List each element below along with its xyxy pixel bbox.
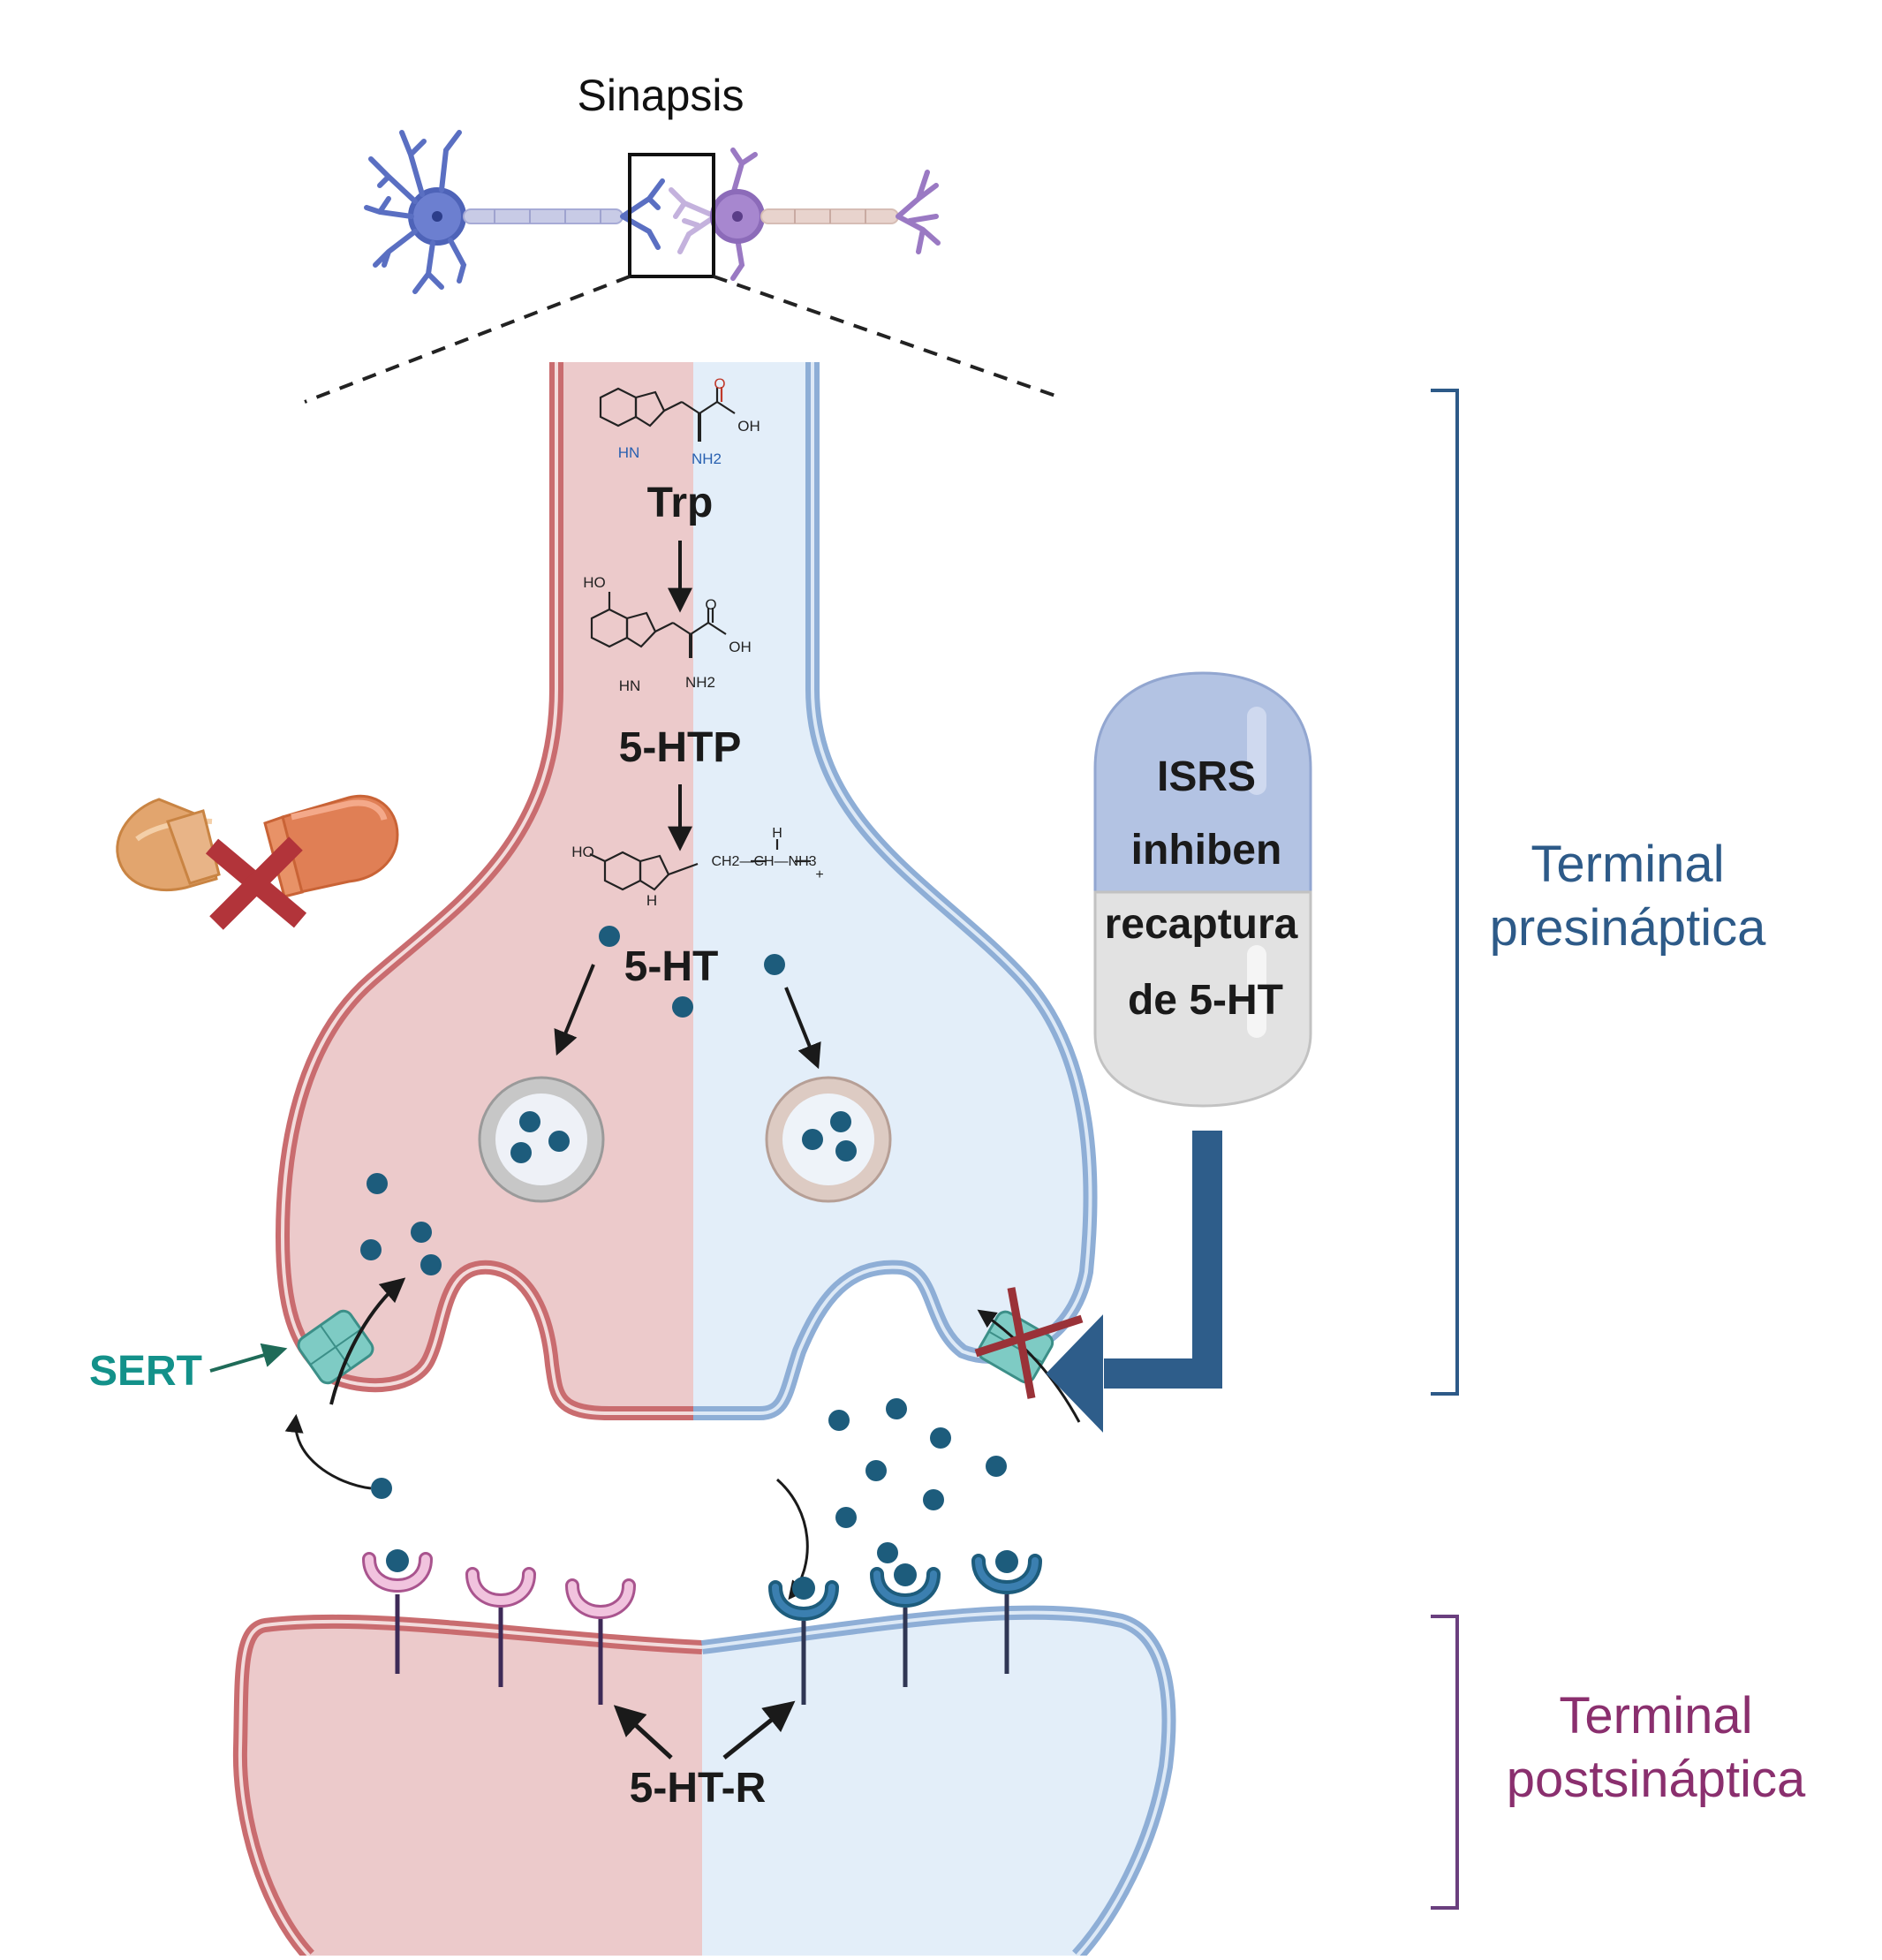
receptor-pink-3	[565, 1578, 636, 1705]
postsynaptic-label-line2: postsináptica	[1507, 1751, 1806, 1808]
diagram-title: Sinapsis	[578, 71, 744, 120]
postsynaptic-label-line1: Terminal	[1559, 1687, 1752, 1744]
block-x-icon	[974, 1287, 1084, 1399]
neuron-purple-icon	[669, 148, 765, 281]
neuron-blue-icon	[364, 130, 467, 294]
reuptake-arrow-left-low	[284, 1413, 372, 1490]
ht-label: 5-HT	[624, 943, 719, 990]
ht-atom-nh: H	[646, 892, 657, 909]
pill-line-3: recaptura	[1105, 901, 1298, 948]
trp-atom-nh2: NH2	[692, 450, 722, 467]
receptor-blue-1	[768, 1577, 839, 1705]
pill-line-1: ISRS	[1157, 753, 1256, 800]
postsynaptic-terminal	[232, 1605, 1176, 1960]
ht-structure	[589, 839, 811, 891]
presynaptic-label-line2: presináptica	[1490, 899, 1766, 957]
ht-atom-h: H	[772, 826, 782, 841]
presynaptic-label-line1: Terminal	[1531, 836, 1724, 893]
serotonin-reuptaken	[360, 1173, 442, 1275]
reuptake-arrow-right	[977, 1309, 1081, 1423]
sert-transporter-left	[297, 1309, 374, 1385]
axon-blue	[463, 178, 665, 250]
serotonin-cleft	[371, 1398, 1007, 1563]
htp-label: 5-HTP	[619, 724, 742, 771]
htp-atom-nh2: NH2	[685, 674, 715, 691]
vesicle-right	[765, 1076, 892, 1203]
arrow-to-vesicle-right	[784, 987, 821, 1070]
ht-atom-ho: HO	[571, 844, 594, 860]
receptor-blue-2	[870, 1563, 941, 1687]
inhibition-arrow	[1104, 1131, 1222, 1389]
trp-atom-o: O	[714, 375, 725, 392]
sert-label: SERT	[89, 1348, 202, 1395]
receptor-arrow-right	[722, 1700, 796, 1759]
sert-pointer-arrow	[209, 1343, 288, 1373]
zoom-box	[628, 153, 715, 278]
trp-label: Trp	[647, 480, 714, 526]
capsule-pill-icon	[1093, 671, 1312, 1108]
receptor-blue-3	[971, 1550, 1042, 1674]
htp-atom-ho: HO	[583, 574, 606, 591]
inhibition-arrow-head	[1046, 1314, 1103, 1433]
bracket-presynaptic	[1431, 389, 1459, 1396]
htp-structure	[590, 592, 727, 658]
pill-line-2: inhiben	[1131, 827, 1282, 874]
ht-atom-plus: +	[815, 867, 823, 882]
bracket-postsynaptic	[1431, 1615, 1459, 1910]
trp-atom-oh: OH	[737, 418, 760, 435]
axon-purple	[760, 170, 941, 254]
ht-chain: CH2—CH—NH3	[711, 854, 816, 869]
pill-line-4: de 5-HT	[1128, 977, 1283, 1024]
zoom-line-left	[304, 275, 631, 404]
htp-atom-hn: HN	[619, 677, 641, 694]
htp-atom-o: O	[705, 596, 716, 613]
arrow-to-vesicle-left	[554, 964, 595, 1056]
receptor-label: 5-HT-R	[630, 1765, 767, 1812]
receptor-pink-2	[465, 1567, 536, 1687]
receptor-arrow-left	[613, 1705, 673, 1759]
zoom-line-right	[713, 275, 1056, 397]
serotonin-molecules-top	[599, 926, 785, 1018]
receptor-pink-1	[362, 1549, 433, 1674]
trp-atom-hn: HN	[618, 444, 640, 461]
reuptake-arrow-left-up	[329, 1277, 406, 1405]
vesicle-left	[478, 1076, 605, 1203]
htp-atom-oh: OH	[729, 639, 752, 655]
trp-structure	[599, 387, 736, 442]
broken-capsule-icon	[116, 794, 399, 930]
